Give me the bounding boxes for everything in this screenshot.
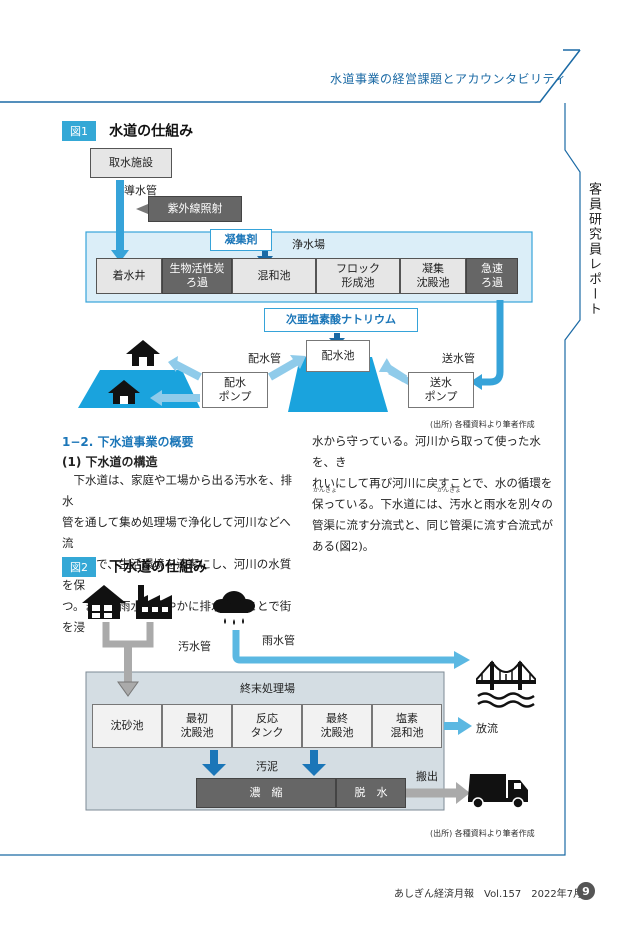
factory-icon <box>136 585 172 619</box>
right-line: 水から守っている。河川から取って使った水を、き <box>312 434 541 469</box>
right-line: ある(図2)。 <box>312 539 375 553</box>
dewatering: 脱 水 <box>336 778 406 808</box>
coagulant-label: 凝集剤 <box>210 229 272 251</box>
rain-pipe-label: 雨水管 <box>262 634 295 647</box>
header-title: 水道事業の経営課題とアカウンタビリティ <box>330 72 567 86</box>
transmission-pump: 送水 ポンプ <box>408 372 474 408</box>
bridge-icon <box>476 660 536 708</box>
distribution-pipe-label: 配水管 <box>248 352 281 365</box>
figure2-heading: 図2 下水道の仕組み <box>62 556 207 577</box>
wwtp-label: 終末処理場 <box>240 682 295 695</box>
right-line: 保っている。下水道には、汚水と雨水を別々の <box>312 497 553 511</box>
house-icon <box>82 585 126 619</box>
subsection-heading: (1) 下水道の構造 <box>62 455 158 469</box>
thickening-tank: 濃 縮 <box>196 778 336 808</box>
figure1-heading: 図1 水道の仕組み <box>62 120 193 141</box>
page-number: 9 <box>577 882 595 900</box>
fig1-stage: 混和池 <box>232 258 316 294</box>
uv-irradiation: 紫外線照射 <box>148 196 242 222</box>
fig1-stage: 生物活性炭 ろ過 <box>162 258 232 294</box>
transmission-pipe-label: 送水管 <box>442 352 475 365</box>
distribution-pump: 配水 ポンプ <box>202 372 268 408</box>
discharge-label: 放流 <box>476 722 498 735</box>
figure2-title: 下水道の仕組み <box>109 559 208 576</box>
truck-icon <box>468 774 528 809</box>
fig1-stage: 急速 ろ過 <box>466 258 518 294</box>
sewage-pipe-label: 汚水管 <box>178 640 211 653</box>
fig2-stage: 塩素 混和池 <box>372 704 442 748</box>
rain-cloud-icon <box>213 591 255 625</box>
fig2-stage: 沈砂池 <box>92 704 162 748</box>
fig2-stage: 反応 タンク <box>232 704 302 748</box>
fig2-stage: 最終 沈殿池 <box>302 704 372 748</box>
fig1-stage: フロック 形成池 <box>316 258 400 294</box>
right-line: 管渠に流す分流式と、同じ管渠に流す合流式が <box>312 518 554 532</box>
house-icon <box>126 340 160 366</box>
sludge-label: 汚泥 <box>256 760 278 773</box>
fig1-stage: 凝集 沈殿池 <box>400 258 466 294</box>
right-line: れいにして再び河川に戻すことで、水の循環を <box>312 476 553 490</box>
intake-facility: 取水施設 <box>90 148 172 178</box>
distribution-pond: 配水池 <box>306 340 370 372</box>
section-heading: 1−2. 下水道事業の概要 <box>62 435 194 449</box>
figure2-tag: 図2 <box>62 556 96 577</box>
fig2-stage: 最初 沈殿池 <box>162 704 232 748</box>
conduit-label: 導水管 <box>124 184 157 197</box>
figure1-title: 水道の仕組み <box>109 123 194 140</box>
fig1-stage: 着水井 <box>96 258 162 294</box>
left-line: すことで、生活環境を清潔にし、河川の水質を保 <box>62 557 292 592</box>
figure2-source: (出所) 各種資料より筆者作成 <box>430 829 535 838</box>
figure1-tag: 図1 <box>62 120 96 141</box>
side-label: 客員研究員レポート <box>586 182 601 317</box>
plant-label: 浄水場 <box>292 238 325 251</box>
house-icon <box>108 380 140 404</box>
ruby-kankyo-1: かんきょ <box>313 487 338 494</box>
left-line: 下水道は、家庭や工場から出る汚水を、排水 <box>62 473 292 508</box>
ruby-kankyo-2: かんきょ <box>437 487 462 494</box>
figure1-source: (出所) 各種資料より筆者作成 <box>430 420 535 429</box>
left-line: 管を通して集め処理場で浄化して河川などへ流 <box>62 515 291 550</box>
footer-text: あしぎん経済月報 Vol.157 2022年7月号 <box>394 889 594 900</box>
carry-out-label: 搬出 <box>416 770 438 783</box>
right-column: 水から守っている。河川から取って使った水を、き れいにして再び河川に戻すことで、… <box>312 431 558 557</box>
chlorine-label: 次亜塩素酸ナトリウム <box>264 308 418 332</box>
